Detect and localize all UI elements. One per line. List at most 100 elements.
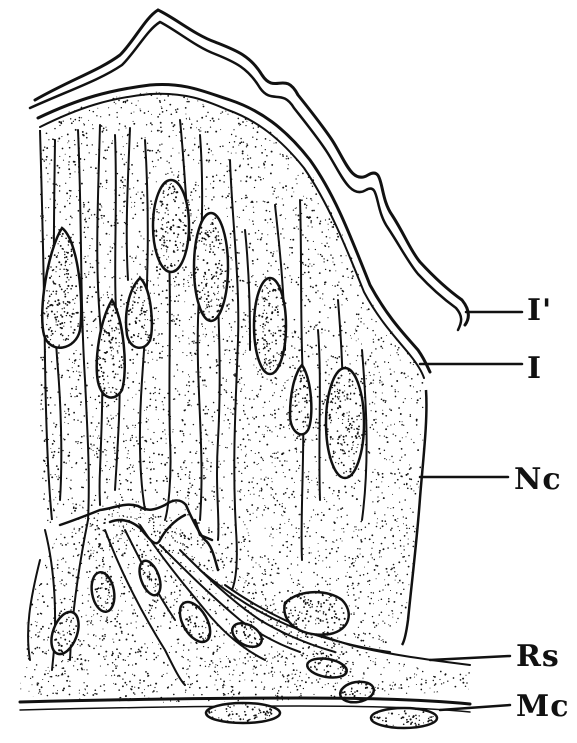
stipple-dot (148, 111, 149, 112)
stipple-dot (319, 223, 321, 225)
stipple-dot (302, 288, 303, 289)
stipple-dot (58, 475, 59, 476)
stipple-dot (299, 584, 300, 585)
stipple-dot (220, 129, 221, 130)
stipple-dot (390, 369, 391, 370)
stipple-dot (311, 106, 313, 108)
stipple-dot (396, 119, 397, 120)
stipple-dot (159, 389, 160, 390)
stipple-dot (202, 539, 203, 540)
stipple-dot (104, 518, 106, 520)
stipple-dot (368, 208, 370, 210)
stipple-dot (251, 450, 252, 451)
stipple-dot (192, 381, 194, 383)
stipple-dot (295, 214, 296, 215)
stipple-dot (415, 107, 416, 108)
stipple-dot (148, 350, 149, 351)
stipple-dot (371, 213, 372, 214)
stipple-dot (353, 612, 354, 613)
stipple-dot (391, 568, 392, 569)
stipple-dot (317, 386, 319, 388)
stipple-dot (334, 542, 335, 543)
stipple-dot (301, 199, 303, 201)
stipple-dot (363, 280, 365, 282)
stipple-dot (418, 356, 419, 357)
stipple-dot (395, 575, 397, 577)
stipple-dot (392, 267, 393, 268)
stipple-dot (372, 501, 373, 502)
stipple-dot (220, 163, 221, 164)
stipple-dot (361, 164, 363, 166)
stipple-dot (224, 533, 226, 535)
stipple-dot (374, 300, 376, 302)
stipple-dot (346, 515, 347, 516)
stipple-dot (373, 429, 374, 430)
stipple-dot (287, 267, 289, 269)
stipple-dot (68, 164, 69, 165)
stipple-dot (357, 657, 359, 659)
stipple-dot (149, 150, 151, 152)
stipple-dot (208, 207, 210, 209)
stipple-dot (422, 118, 423, 119)
stipple-dot (228, 303, 230, 305)
stipple-dot (356, 227, 357, 228)
stipple-dot (356, 266, 358, 268)
stipple-dot (116, 539, 118, 541)
stipple-dot (203, 334, 204, 335)
stipple-dot (326, 364, 327, 365)
stipple-dot (408, 555, 409, 556)
stipple-dot (289, 633, 290, 634)
stipple-dot (250, 494, 251, 495)
stipple-dot (405, 377, 406, 378)
stipple-dot (205, 406, 207, 408)
stipple-dot (83, 590, 85, 592)
stipple-dot (354, 197, 356, 199)
stipple-dot (385, 164, 387, 166)
stipple-dot (358, 318, 359, 319)
stipple-dot (422, 498, 424, 500)
stipple-dot (292, 365, 293, 366)
stipple-dot (175, 335, 177, 337)
stipple-dot (375, 161, 376, 162)
stipple-dot (209, 585, 210, 586)
stipple-dot (361, 541, 363, 543)
stipple-dot (426, 610, 427, 611)
stipple-dot (365, 97, 366, 98)
stipple-dot (322, 560, 323, 561)
stipple-dot (376, 486, 378, 488)
stipple-dot (131, 207, 132, 208)
stipple-dot (108, 421, 110, 423)
stipple-dot (39, 100, 41, 102)
stipple-dot (135, 257, 137, 259)
stipple-dot (76, 196, 77, 197)
stipple-dot (359, 98, 360, 99)
stipple-dot (406, 314, 407, 315)
stipple-dot (313, 210, 315, 212)
stipple-dot (328, 167, 329, 168)
stipple-dot (415, 311, 416, 312)
stipple-dot (169, 590, 170, 591)
stipple-dot (368, 308, 370, 310)
stipple-dot (199, 649, 200, 650)
stipple-dot (354, 187, 356, 189)
stipple-dot (50, 595, 52, 597)
stipple-dot (113, 510, 114, 511)
stipple-dot (218, 544, 220, 546)
stipple-dot (434, 232, 435, 233)
stipple-dot (213, 633, 214, 634)
stipple-dot (382, 347, 383, 348)
stipple-dot (34, 618, 35, 619)
stipple-dot (138, 657, 140, 659)
stipple-dot (257, 507, 259, 509)
stipple-dot (84, 566, 86, 568)
stipple-dot (377, 215, 378, 216)
stipple-dot (167, 355, 168, 356)
stipple-dot (284, 263, 286, 265)
stipple-dot (227, 547, 229, 549)
stipple-dot (388, 615, 389, 616)
stipple-dot (229, 506, 230, 507)
stipple-dot (46, 574, 47, 575)
stipple-dot (273, 190, 275, 192)
stipple-dot (345, 560, 346, 561)
stipple-dot (120, 534, 122, 536)
